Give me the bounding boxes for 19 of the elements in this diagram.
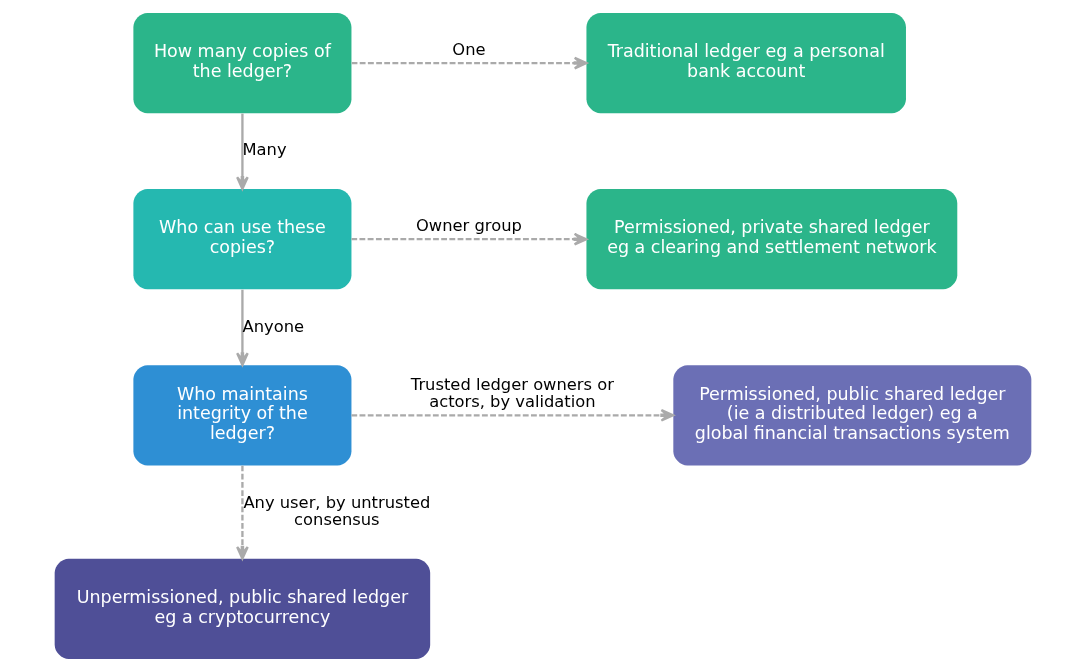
arrow [351, 232, 587, 246]
edge-label: One [451, 40, 486, 60]
node-box: Who can use these copies? [132, 189, 351, 290]
edge-label: Trusted ledger owners or actors, by validation [410, 374, 614, 412]
edge-label: Owner group [415, 216, 522, 236]
node-box: Traditional ledger eg a personal bank account [585, 12, 906, 114]
node-box: How many copies of the ledger? [132, 12, 351, 114]
arrow [350, 408, 674, 422]
node-box: Who maintains integrity of the ledger? [132, 365, 351, 466]
edge-label: Many [242, 140, 287, 160]
edge-label: Any user, by untrusted consensus [242, 492, 430, 530]
arrow [235, 289, 249, 367]
node-box: Permissioned, public shared ledger (ie a distributed ledger) eg a global financial transactions system [672, 365, 1031, 466]
arrow [235, 113, 249, 191]
node-box: Unpermissioned, public shared ledger eg a cryptocurrency [54, 558, 430, 660]
arrow [235, 465, 249, 560]
edge-label: Anyone [242, 316, 304, 336]
arrow [351, 56, 588, 70]
node-box: Permissioned, private shared ledger eg a clearing and settlement network [585, 189, 957, 290]
